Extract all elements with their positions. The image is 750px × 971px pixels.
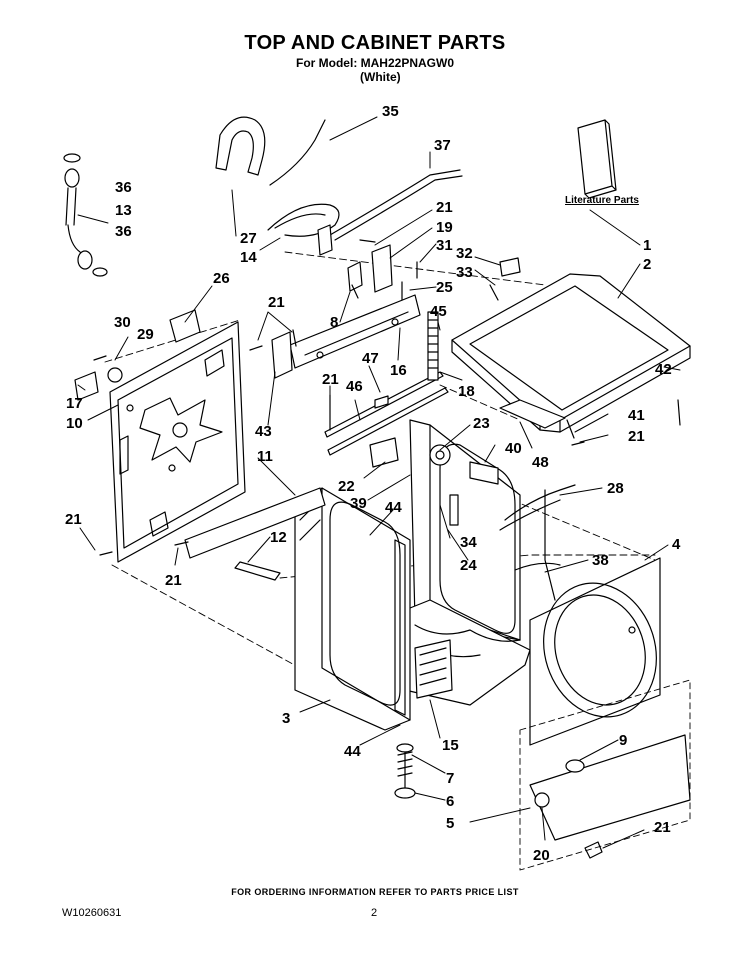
callout-13: 13: [115, 202, 132, 219]
left-side-panel: [294, 487, 411, 731]
callout-44-lower: 44: [344, 743, 361, 760]
callout-47: 47: [362, 350, 379, 367]
rear-top-crossbar: [289, 294, 421, 369]
callout-21-upper: 21: [436, 199, 453, 216]
callout-40: 40: [505, 440, 522, 457]
callout-37: 37: [434, 137, 451, 154]
callout-35: 35: [382, 103, 399, 120]
callout-6: 6: [446, 793, 454, 810]
page-title: TOP AND CABINET PARTS: [244, 32, 506, 54]
callout-27: 27: [240, 230, 257, 247]
callout-10: 10: [66, 415, 83, 432]
callout-39: 39: [350, 495, 367, 512]
callout-22: 22: [338, 478, 355, 495]
model-line: For Model: MAH22PNAGW0: [295, 56, 454, 70]
callout-3: 3: [282, 710, 290, 727]
cabinet-base: [404, 599, 531, 706]
callout-21-lower: 21: [165, 572, 182, 589]
callout-32: 32: [456, 245, 473, 262]
callout-36-top: 36: [115, 179, 132, 196]
callout-25: 25: [436, 279, 453, 296]
literature-parts-label: Literature Parts: [565, 195, 639, 206]
side-wiring: [449, 484, 576, 601]
callout-21-crossbar: 21: [322, 371, 339, 388]
callout-23: 23: [473, 415, 490, 432]
callout-5: 5: [446, 815, 454, 832]
callout-44-upper: 44: [385, 499, 402, 516]
callout-29: 29: [137, 326, 154, 343]
leveling-foot: [394, 743, 416, 799]
callout-21-drawer: 21: [654, 819, 671, 836]
callout-2: 2: [643, 256, 651, 273]
small-brackets: [74, 224, 521, 468]
page-number: 2: [371, 907, 378, 919]
front-panel: [529, 557, 661, 746]
top-panel: [451, 273, 691, 433]
callout-42: 42: [655, 361, 672, 378]
callout-36-bottom: 36: [115, 223, 132, 240]
callout-1: 1: [643, 237, 651, 254]
callout-28: 28: [607, 480, 624, 497]
callout-34: 34: [460, 534, 477, 551]
wire-harness: [267, 119, 463, 241]
callout-20: 20: [533, 847, 550, 864]
screws: [93, 239, 681, 556]
callout-19: 19: [436, 219, 453, 236]
callout-21-right: 21: [628, 428, 645, 445]
callout-24: 24: [460, 557, 477, 574]
callout-18: 18: [458, 383, 475, 400]
drain-hose-parts: [63, 153, 108, 277]
callout-12: 12: [270, 529, 287, 546]
literature-booklet: [577, 119, 617, 199]
document-number: W10260631: [62, 907, 122, 919]
fill-hose: [427, 311, 439, 381]
callout-21-left: 21: [65, 511, 82, 528]
callout-17: 17: [66, 395, 83, 412]
callout-8: 8: [330, 314, 338, 331]
callout-41: 41: [628, 407, 645, 424]
callout-48: 48: [532, 454, 549, 471]
callout-33: 33: [456, 264, 473, 281]
callout-4: 4: [672, 536, 681, 553]
callout-46: 46: [346, 378, 363, 395]
callout-38: 38: [592, 552, 609, 569]
drawer-assembly: [519, 679, 691, 871]
leader-lines: [77, 116, 681, 849]
callout-16: 16: [390, 362, 407, 379]
callout-31: 31: [436, 237, 453, 254]
callout-30: 30: [114, 314, 131, 331]
rear-panel: [109, 321, 246, 563]
bottom-crossbar: [184, 487, 326, 581]
callout-15: 15: [442, 737, 459, 754]
vent-duct: [215, 116, 266, 176]
callout-14: 14: [240, 249, 257, 266]
callout-21-bracket: 21: [268, 294, 285, 311]
callout-9: 9: [619, 732, 627, 749]
callout-45: 45: [430, 303, 447, 320]
callout-43: 43: [255, 423, 272, 440]
callout-11: 11: [257, 448, 273, 465]
ordering-note: FOR ORDERING INFORMATION REFER TO PARTS …: [231, 887, 519, 897]
color-line: (White): [360, 70, 401, 84]
callout-numbers: 35 37 36 13 36 27 14 26 21 19 31 32 33 2…: [65, 103, 681, 864]
callout-26: 26: [213, 270, 230, 287]
callout-7: 7: [446, 770, 454, 787]
